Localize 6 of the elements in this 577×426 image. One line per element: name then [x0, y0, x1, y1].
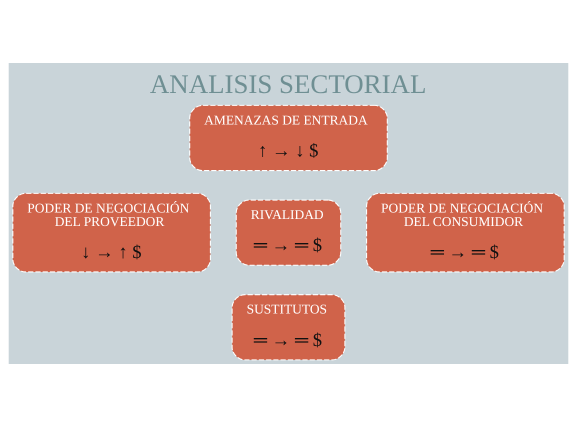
node-box: PODER DE NEGOCIACIÓN DEL CONSUMIDOR ═ → ═ $ [366, 192, 565, 272]
node-box: PODER DE NEGOCIACIÓN DEL PROVEEDOR ↓ → ↑ $ [12, 192, 211, 272]
node-box: AMENAZAS DE ENTRADA ↑ → ↓ $ [189, 104, 388, 171]
node-box: SUSTITUTOS ═ → ═ $ [232, 294, 346, 360]
diagram-title: ANALISIS SECTORIAL [150, 68, 426, 98]
node-box: RIVALIDAD ═ → ═ $ [236, 199, 342, 266]
